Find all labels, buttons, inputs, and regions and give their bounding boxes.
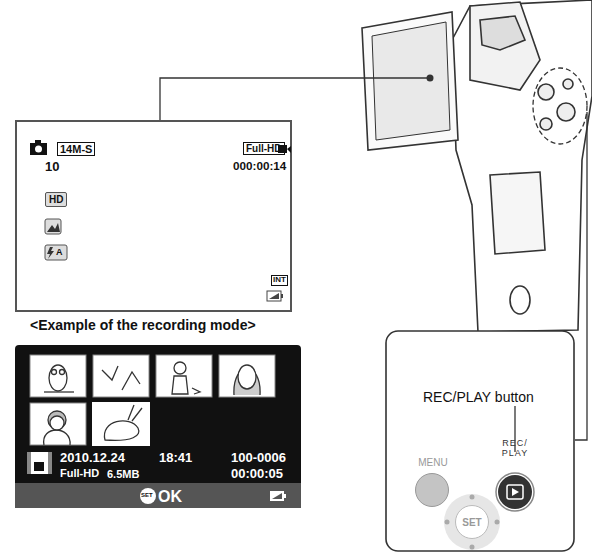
quality-icon: HD	[45, 192, 67, 207]
menu-button: MENU	[415, 473, 449, 507]
button-label: REC/PLAY button	[423, 390, 534, 405]
button-label: SET	[456, 517, 488, 528]
image-size: 14M-S	[57, 142, 95, 156]
set-button: SET	[455, 505, 489, 539]
camera-button	[540, 118, 552, 130]
memory-icon: INT	[271, 275, 288, 286]
camera-button	[557, 103, 575, 121]
play-time: 00:00:05	[231, 467, 283, 481]
figure-caption: <Example of the recording mode>	[30, 318, 256, 333]
video-mode: Full-HD	[243, 142, 285, 155]
video-mode: Full-HD	[60, 467, 99, 479]
lcd-panel	[362, 12, 458, 150]
recording-screen: 14M-S 10 Full-HD 000:00:14HD A INT	[15, 120, 292, 312]
thumbnail	[30, 355, 275, 445]
battery-icon	[270, 491, 286, 501]
shots-remaining: 10	[45, 160, 59, 174]
callout-ring	[533, 68, 587, 144]
date: 2010.12.24	[60, 451, 125, 465]
time: 18:41	[159, 451, 192, 465]
playback-screen	[15, 345, 301, 508]
button-label: REC/ PLAY	[492, 439, 538, 459]
recording-screen	[16, 121, 291, 311]
battery-icon	[267, 291, 283, 301]
grip-panel	[490, 172, 545, 254]
direction-dot	[445, 495, 500, 550]
lcd-screen	[372, 22, 450, 140]
callout-panel	[386, 331, 574, 551]
camera-button	[538, 84, 554, 100]
leader-line	[160, 78, 428, 120]
callout-panel: REC/PLAY buttonMENU REC/ PLAY SET	[385, 330, 575, 552]
movie-file-icon	[27, 452, 52, 474]
file-number: 100-0006	[231, 451, 286, 465]
camera-body	[452, 0, 592, 332]
playback-screen: 2010.12.24Full-HD 6.5MB 18:41 100-0006 00:00…	[15, 345, 301, 508]
lens	[480, 16, 525, 50]
button-label: MENU	[414, 457, 452, 468]
thumbnail-art	[44, 362, 260, 445]
camera-icon	[30, 140, 47, 155]
lens-housing	[470, 2, 540, 90]
strap-hole	[510, 286, 530, 314]
leader-line	[575, 112, 587, 440]
direction-pad	[444, 494, 500, 550]
leader-dot	[427, 75, 434, 82]
rec-play-button: REC/ PLAY	[498, 475, 532, 509]
scene-icon	[45, 219, 61, 234]
button-ring	[496, 473, 534, 511]
set-icon-text: SET	[141, 492, 153, 499]
flash-mode: A	[56, 248, 63, 258]
flash-icon	[45, 245, 67, 260]
camera-button	[563, 79, 573, 89]
camera	[362, 0, 592, 332]
set-icon	[140, 488, 156, 504]
ok-prompt: OK	[158, 488, 182, 506]
recording-time: 000:00:14	[233, 160, 286, 173]
file-size: 6.5MB	[107, 468, 139, 480]
playback-bar	[15, 483, 301, 508]
